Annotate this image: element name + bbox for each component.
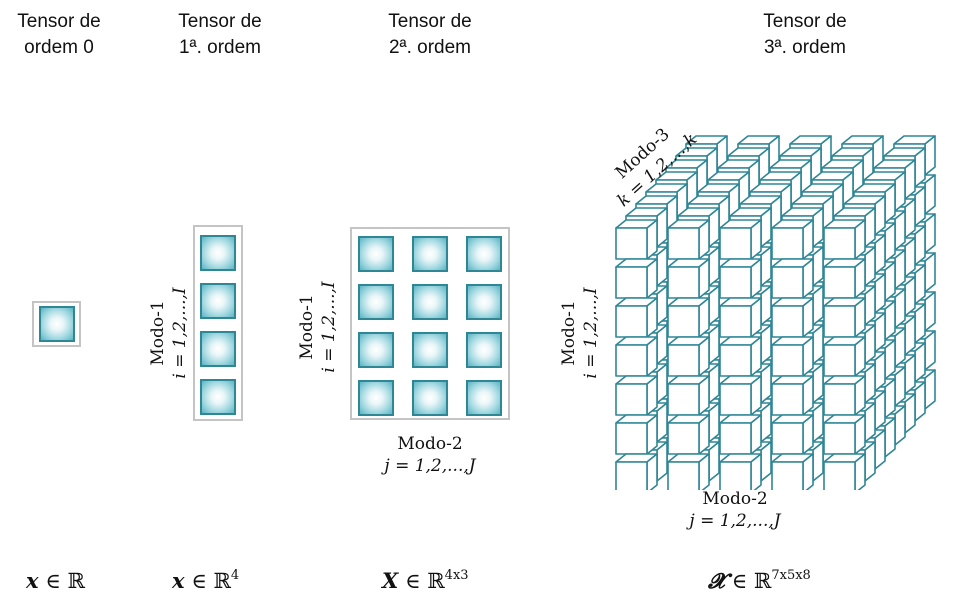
tensor-cube-cell (771, 414, 814, 455)
formula-variable: x (26, 568, 39, 593)
title-line: Tensor de (388, 11, 472, 32)
tensor-cube-cell (719, 453, 762, 490)
matrix-frame (350, 227, 510, 420)
tensor-cube-cell (823, 297, 866, 338)
mode-name: Modo-1 (559, 300, 579, 366)
tensor-cube-cell (771, 219, 814, 260)
formula-variable: x (172, 568, 185, 593)
tensor-cell (466, 380, 502, 416)
tensor-cube-cell (667, 258, 710, 299)
tensor-cube-cell (823, 375, 866, 416)
tensor-cube-cell (615, 219, 658, 260)
tensor3-cube (615, 135, 936, 490)
mode1-label-vector: Modo-1 i = 1,2,...,I (147, 258, 191, 408)
tensor-cube-cell (823, 336, 866, 377)
mode-name: Modo-1 (297, 294, 317, 360)
tensor-cube-cell (719, 336, 762, 377)
formula-dimension: 7x5x8 (771, 568, 811, 583)
title-line: Tensor de (178, 11, 262, 32)
title-line: 1ª. ordem (178, 37, 261, 58)
formula-order-1: x ∈ ℝ4 (172, 568, 239, 593)
tensor-cube-cell (823, 219, 866, 260)
title-order-0: Tensor de ordem 0 (0, 9, 118, 61)
tensor-cell (39, 306, 75, 342)
mode1-label-matrix: Modo-1 i = 1,2,...,I (296, 252, 340, 402)
tensor-cube-cell (719, 375, 762, 416)
tensor-cube-cell (615, 414, 658, 455)
formula-dimension: 4 (230, 568, 240, 583)
title-order-3: Tensor de 3ª. ordem (735, 9, 875, 61)
tensor-cell (466, 236, 502, 272)
tensor-cube-cell (667, 453, 710, 490)
tensor-cell (200, 331, 236, 367)
tensor-cube-cell (719, 258, 762, 299)
tensor-cell (200, 379, 236, 415)
title-order-1: Tensor de 1ª. ordem (150, 9, 290, 61)
mode-name: Modo-2 (702, 489, 768, 509)
tensor-cube-cell (667, 414, 710, 455)
formula-relation: ∈ ℝ (45, 569, 85, 593)
formula-variable: 𝓧 (708, 568, 725, 593)
mode-name: Modo-1 (148, 300, 168, 366)
tensor-cell (358, 380, 394, 416)
tensor-cell (358, 284, 394, 320)
mode2-label-cube: Modo-2 j = 1,2,...,J (660, 488, 810, 532)
tensor-cube-cell (771, 258, 814, 299)
tensor-cube-cell (719, 219, 762, 260)
tensor-cell (412, 284, 448, 320)
tensor-cube-cell (615, 297, 658, 338)
tensor-cell (466, 284, 502, 320)
tensor-cell (412, 332, 448, 368)
tensor-cell (358, 236, 394, 272)
title-line: 2ª. ordem (388, 37, 471, 58)
tensor-cube-cell (823, 453, 866, 490)
mode1-label-cube: Modo-1 i = 1,2,...,I (558, 258, 602, 408)
tensor-cell (412, 236, 448, 272)
formula-relation: ∈ ℝ (404, 569, 445, 593)
tensor-cube-cell (615, 258, 658, 299)
tensor-cube-cell (615, 336, 658, 377)
tensor-cube-cell (823, 258, 866, 299)
formula-order-3: 𝓧 ∈ ℝ7x5x8 (708, 568, 811, 594)
title-line: Tensor de (763, 11, 847, 32)
tensor-cube-cell (771, 297, 814, 338)
formula-variable: X (382, 568, 399, 593)
mode2-label-matrix: Modo-2 j = 1,2,...,J (355, 433, 505, 477)
title-line: Tensor de (17, 11, 101, 32)
tensor-cell (200, 283, 236, 319)
formula-dimension: 4x3 (444, 568, 469, 583)
title-line: ordem 0 (24, 37, 94, 58)
tensor-cell (200, 235, 236, 271)
mode-name: Modo-2 (397, 434, 463, 454)
tensor-cube-cell (667, 297, 710, 338)
vector-frame (193, 225, 243, 421)
title-order-2: Tensor de 2ª. ordem (360, 9, 500, 61)
mode-range: j = 1,2,...,J (384, 456, 476, 476)
formula-order-0: x ∈ ℝ (26, 568, 85, 593)
tensor-cube-cell (771, 336, 814, 377)
tensor-cell (466, 332, 502, 368)
formula-relation: ∈ ℝ (191, 569, 231, 593)
tensor-cube-cell (667, 375, 710, 416)
tensor-cube-cell (615, 453, 658, 490)
tensor-cube-cell (719, 297, 762, 338)
tensor-cube-cell (667, 336, 710, 377)
tensor-cube-cell (719, 414, 762, 455)
tensor-cube-cell (615, 375, 658, 416)
tensor-cube-cell (771, 375, 814, 416)
tensor-cell (358, 332, 394, 368)
mode-range: i = 1,2,...,I (170, 287, 190, 379)
mode-range: i = 1,2,...,I (581, 287, 601, 379)
tensor-cell (412, 380, 448, 416)
mode-range: j = 1,2,...,J (689, 511, 781, 531)
formula-order-2: X ∈ ℝ4x3 (382, 568, 469, 593)
tensor-cube-cell (771, 453, 814, 490)
tensor-cube-cell (667, 219, 710, 260)
tensor-cube-cell (823, 414, 866, 455)
title-line: 3ª. ordem (763, 37, 846, 58)
mode-range: i = 1,2,...,I (319, 281, 339, 373)
scalar-frame (32, 301, 81, 347)
formula-relation: ∈ ℝ (731, 569, 772, 593)
